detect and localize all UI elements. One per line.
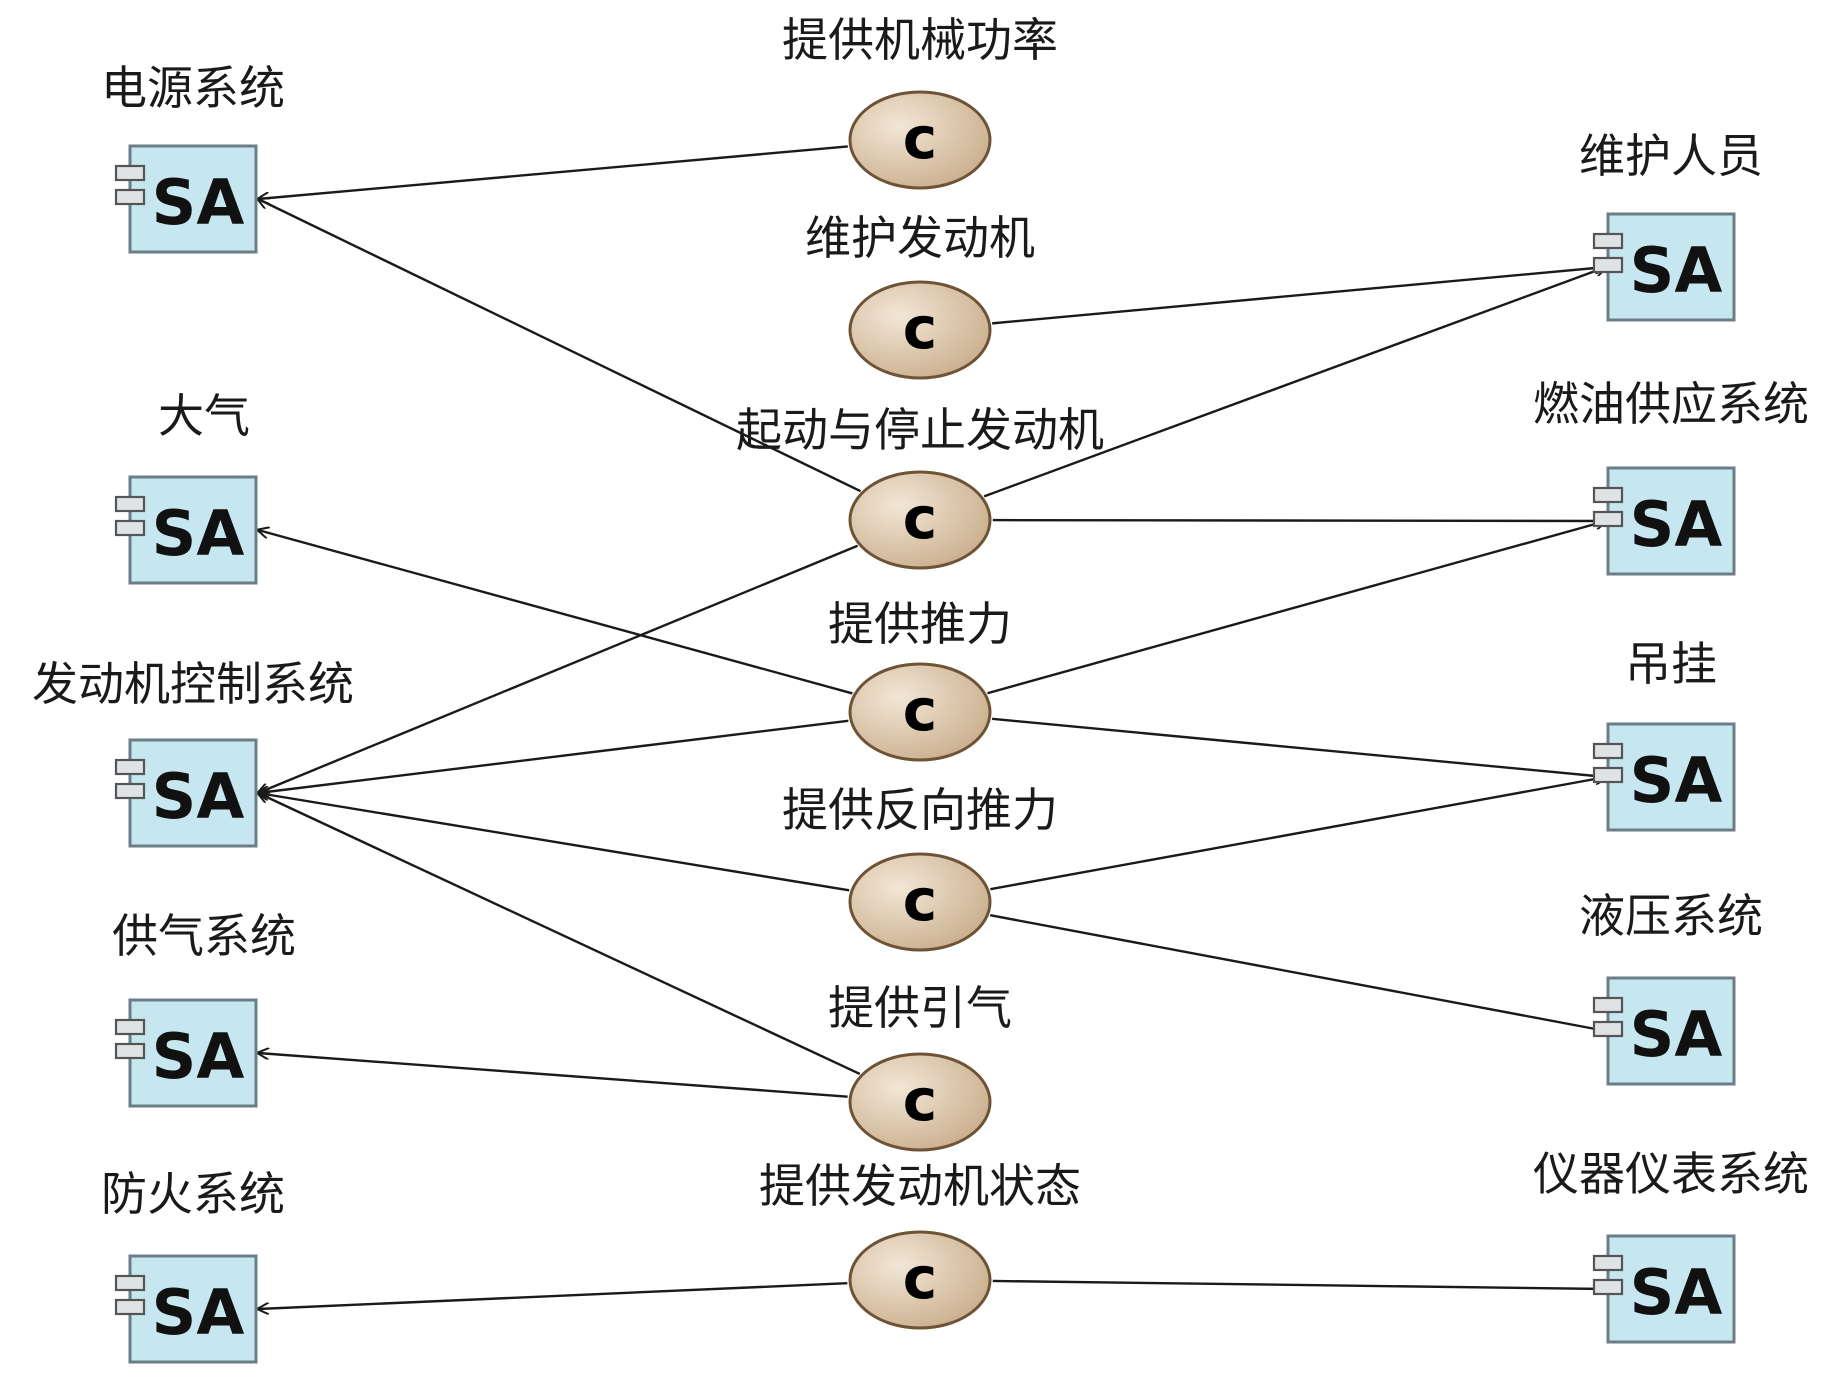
uml-component-icon: SA	[1592, 722, 1736, 832]
edge-thrust-to-engine_control	[258, 719, 849, 793]
capability-label: 提供推力	[828, 597, 1012, 651]
component-power: 电源系统 SA	[101, 61, 285, 254]
edge-start_stop-to-fuel_supply	[992, 520, 1606, 521]
capability-icon: c	[848, 852, 992, 952]
edge-reverse_thrust-to-pylon	[990, 777, 1606, 891]
edge-thrust-to-fuel_supply	[987, 521, 1606, 695]
capability-maintain_engine: 维护发动机 c	[805, 211, 1035, 380]
uml-component-icon: SA	[1592, 976, 1736, 1086]
uml-component-icon: SA	[114, 738, 258, 848]
uml-component-icon: SA	[114, 144, 258, 254]
diagram-nodes: 电源系统SA大气SA发动机控制系统SA供气系统SA防火系统SA维护人员SA燃油供…	[32, 13, 1809, 1364]
capability-start_stop: 起动与停止发动机 c	[736, 403, 1104, 570]
component-atmosphere: 大气 SA	[114, 389, 258, 585]
capability-thrust: 提供推力 c	[828, 597, 1012, 762]
component-instrumentation: 仪器仪表系统 SA	[1533, 1147, 1809, 1344]
capability-glyph: c	[903, 294, 937, 362]
edge-engine_status-to-fire_protection	[258, 1281, 848, 1309]
capability-icon: c	[848, 280, 992, 380]
uml-component-icon: SA	[114, 998, 258, 1108]
edge-start_stop-to-power	[258, 199, 862, 493]
component-label: 仪器仪表系统	[1533, 1147, 1809, 1201]
relationship-edges	[258, 145, 1606, 1309]
component-air_supply: 供气系统 SA	[112, 909, 296, 1108]
component-glyph: SA	[152, 760, 245, 833]
component-fire_protection: 防火系统 SA	[101, 1167, 285, 1364]
edge-reverse_thrust-to-hydraulic	[989, 914, 1606, 1031]
edge-engine_status-to-instrumentation	[992, 1279, 1606, 1289]
edge-start_stop-to-maintenance_staff	[983, 267, 1606, 498]
component-pylon: 吊挂 SA	[1592, 637, 1736, 832]
component-glyph: SA	[152, 1276, 245, 1349]
component-glyph: SA	[1630, 744, 1723, 817]
capability-icon: c	[848, 662, 992, 762]
capability-label: 提供引气	[828, 981, 1012, 1035]
edge-start_stop-to-engine_control	[258, 544, 859, 793]
capability-reverse_thrust: 提供反向推力 c	[782, 783, 1058, 952]
component-label: 大气	[158, 389, 250, 443]
capability-mech_power: 提供机械功率 c	[782, 13, 1058, 190]
edge-mech_power-to-power	[258, 145, 848, 199]
capability-icon: c	[848, 90, 992, 190]
uml-component-icon: SA	[114, 475, 258, 585]
component-label: 吊挂	[1625, 637, 1717, 691]
capability-bleed_air: 提供引气 c	[828, 981, 1012, 1152]
edge-bleed_air-to-air_supply	[258, 1053, 848, 1098]
capability-glyph: c	[903, 1066, 937, 1134]
capability-icon: c	[848, 470, 992, 570]
capability-icon: c	[848, 1052, 992, 1152]
component-glyph: SA	[1630, 1256, 1723, 1329]
capability-label: 提供反向推力	[782, 783, 1058, 837]
edge-reverse_thrust-to-engine_control	[258, 793, 850, 892]
uml-component-icon: SA	[1592, 1234, 1736, 1344]
edge-bleed_air-to-engine_control	[258, 793, 861, 1075]
capability-label: 提供机械功率	[782, 13, 1058, 67]
capability-label: 提供发动机状态	[759, 1159, 1081, 1213]
component-engine_control: 发动机控制系统 SA	[32, 657, 354, 848]
uml-component-icon: SA	[114, 1254, 258, 1364]
component-label: 发动机控制系统	[32, 657, 354, 711]
component-maintenance_staff: 维护人员 SA	[1579, 129, 1763, 322]
capability-glyph: c	[903, 866, 937, 934]
edge-maintain_engine-to-maintenance_staff	[992, 267, 1606, 325]
component-hydraulic: 液压系统 SA	[1579, 889, 1763, 1086]
component-glyph: SA	[152, 497, 245, 570]
capability-glyph: c	[903, 1244, 937, 1312]
component-glyph: SA	[1630, 234, 1723, 307]
edge-thrust-to-pylon	[992, 717, 1606, 777]
component-label: 液压系统	[1579, 889, 1763, 943]
component-glyph: SA	[152, 166, 245, 239]
component-glyph: SA	[152, 1020, 245, 1093]
uml-component-icon: SA	[1592, 212, 1736, 322]
capability-icon: c	[848, 1230, 992, 1330]
component-fuel_supply: 燃油供应系统 SA	[1533, 377, 1809, 576]
component-label: 维护人员	[1579, 129, 1763, 183]
component-glyph: SA	[1630, 488, 1723, 561]
component-label: 电源系统	[101, 61, 285, 115]
component-label: 防火系统	[101, 1167, 285, 1221]
capability-engine_status: 提供发动机状态 c	[759, 1159, 1081, 1330]
capability-glyph: c	[903, 676, 937, 744]
capability-label: 起动与停止发动机	[736, 403, 1104, 457]
capability-glyph: c	[903, 104, 937, 172]
component-label: 燃油供应系统	[1533, 377, 1809, 431]
capability-label: 维护发动机	[805, 211, 1035, 265]
component-glyph: SA	[1630, 998, 1723, 1071]
uml-component-icon: SA	[1592, 466, 1736, 576]
capability-glyph: c	[903, 484, 937, 552]
component-label: 供气系统	[112, 909, 296, 963]
edge-thrust-to-atmosphere	[258, 530, 853, 695]
